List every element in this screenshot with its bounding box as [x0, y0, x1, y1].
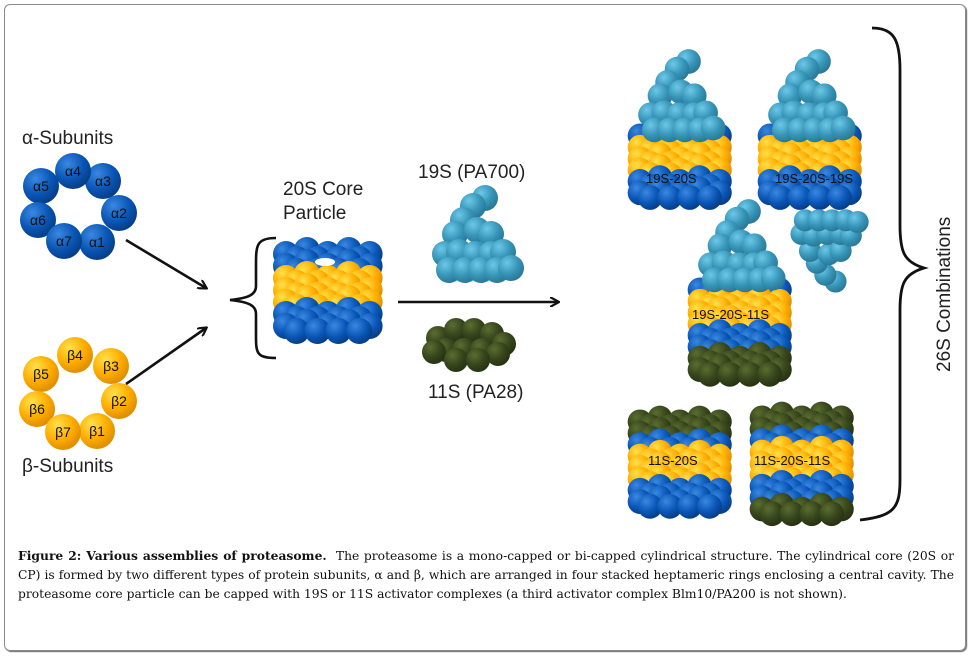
beta-subunit-ball [57, 337, 93, 373]
cap-11s-shape [422, 318, 516, 372]
combination-label: 19S-20S-11S [692, 307, 769, 322]
subunit-ball [779, 501, 805, 527]
combination-label: 11S-20S [648, 453, 698, 468]
subunit-ball [657, 494, 683, 519]
subunit-ball [697, 494, 722, 519]
core-cavity [315, 258, 335, 266]
cap-19s-label: 19S (PA700) [418, 162, 525, 183]
subunit-ball [717, 362, 743, 387]
combination-labels: 19S-20S 19S-20S-19S 19S-20S-11S 11S-20S … [646, 171, 853, 468]
beta-subunit-ball [45, 414, 81, 450]
subunit-ball [637, 494, 663, 519]
cap-11s-ball [462, 318, 486, 342]
core-particle-title-line2: Particle [283, 203, 346, 224]
subunit-ball [283, 318, 310, 344]
cap-19s-ball [830, 115, 856, 141]
beta-subunits-title: β-Subunits [22, 456, 113, 477]
core-particle-title-line1: 20S Core [283, 179, 363, 200]
cap-11s-ball [444, 348, 468, 372]
activators-group: 19S (PA700) 11S (PA28) [398, 162, 558, 403]
beta-subunit-ball [101, 383, 137, 419]
cap-11s-ball [444, 318, 468, 342]
subunit-ball [677, 185, 703, 210]
subunit-ball [697, 362, 723, 387]
subunit-ball [637, 185, 663, 210]
subunit-ball [787, 185, 813, 210]
alpha-subunit-ball [101, 195, 137, 231]
subunit-ball [346, 318, 373, 344]
core-particle-group: 20S Core Particle [229, 179, 383, 360]
beta-to-core-arrow [125, 328, 206, 386]
subunit-ball [799, 501, 825, 527]
combination-label: 19S-20S [646, 171, 697, 186]
alpha-subunit-ball [23, 168, 59, 204]
combinations-group [627, 49, 869, 527]
subunit-ball [827, 185, 852, 210]
cap-19s-ball [700, 115, 726, 141]
subunit-ball [657, 185, 683, 210]
beta-subunit-label: β7 [55, 424, 71, 440]
alpha-subunit-ball [46, 223, 82, 259]
beta-subunit-label: β1 [89, 423, 105, 439]
beta-ring: β1 β2 β3 β4 β5 β6 β7 [19, 337, 137, 450]
subunit-ball [697, 185, 722, 210]
alpha-subunit-label: α2 [111, 205, 127, 221]
beta-subunit-label: β4 [67, 347, 83, 363]
alpha-subunits-title: α-Subunits [22, 128, 113, 149]
alpha-subunit-label: α4 [65, 163, 81, 179]
beta-subunit-label: β5 [33, 366, 49, 382]
beta-subunit-ball [19, 391, 55, 427]
figure-frame [4, 4, 966, 651]
subunit-ball [767, 185, 793, 210]
cap-11s-ball [466, 348, 490, 372]
subunit-ball [325, 318, 352, 344]
combination-label: 11S-20S-11S [754, 453, 830, 468]
alpha-subunit-label: α7 [56, 233, 72, 249]
figure-caption: Figure 2: Various assemblies of proteaso… [18, 546, 954, 604]
alpha-subunit-ball [79, 224, 115, 260]
subunit-ball [759, 501, 785, 527]
subunit-ball [757, 362, 782, 387]
beta-subunit-ball [23, 356, 59, 392]
combinations-label: 26S Combinations [934, 217, 955, 372]
alpha-to-core-arrow [125, 238, 206, 288]
combination-label: 19S-20S-19S [775, 171, 853, 186]
cap-11s-label: 11S (PA28) [428, 382, 523, 403]
alpha-subunit-label: α3 [95, 173, 111, 189]
alpha-subunit-ball [85, 163, 121, 199]
subunit-ball [819, 501, 844, 527]
subunit-ball [677, 494, 703, 519]
caption-title: Figure 2: Various assemblies of proteaso… [18, 548, 327, 563]
beta-subunit-ball [79, 413, 115, 449]
caption-body: The proteasome is a mono-capped or bi-ca… [18, 549, 954, 601]
cap-19s-ball [498, 255, 524, 281]
beta-subunit-label: β2 [111, 393, 127, 409]
core-brace [229, 236, 277, 360]
core-particle-cylinder [273, 237, 383, 344]
cap-11s-ball [422, 340, 446, 364]
alpha-subunit-label: α6 [30, 212, 46, 228]
alpha-subunit-ball [20, 202, 56, 238]
subunit-ball [304, 318, 331, 344]
cap-19s-ball [760, 265, 786, 291]
cap-19s-shape [432, 185, 524, 283]
subunit-ball [807, 185, 833, 210]
beta-subunit-ball [93, 348, 129, 384]
subunit-ball [737, 362, 763, 387]
cap-19s-ball [846, 210, 869, 234]
alpha-subunit-ball [55, 153, 91, 189]
alpha-subunit-label: α1 [89, 234, 105, 250]
alpha-subunit-label: α5 [33, 178, 49, 194]
cap-11s-ball [486, 342, 510, 366]
beta-subunit-label: β6 [29, 401, 45, 417]
beta-subunits-group: β-Subunits β1 β2 β3 β4 β5 β6 β7 [19, 337, 137, 477]
combinations-brace [859, 26, 929, 522]
beta-subunit-label: β3 [103, 358, 119, 374]
